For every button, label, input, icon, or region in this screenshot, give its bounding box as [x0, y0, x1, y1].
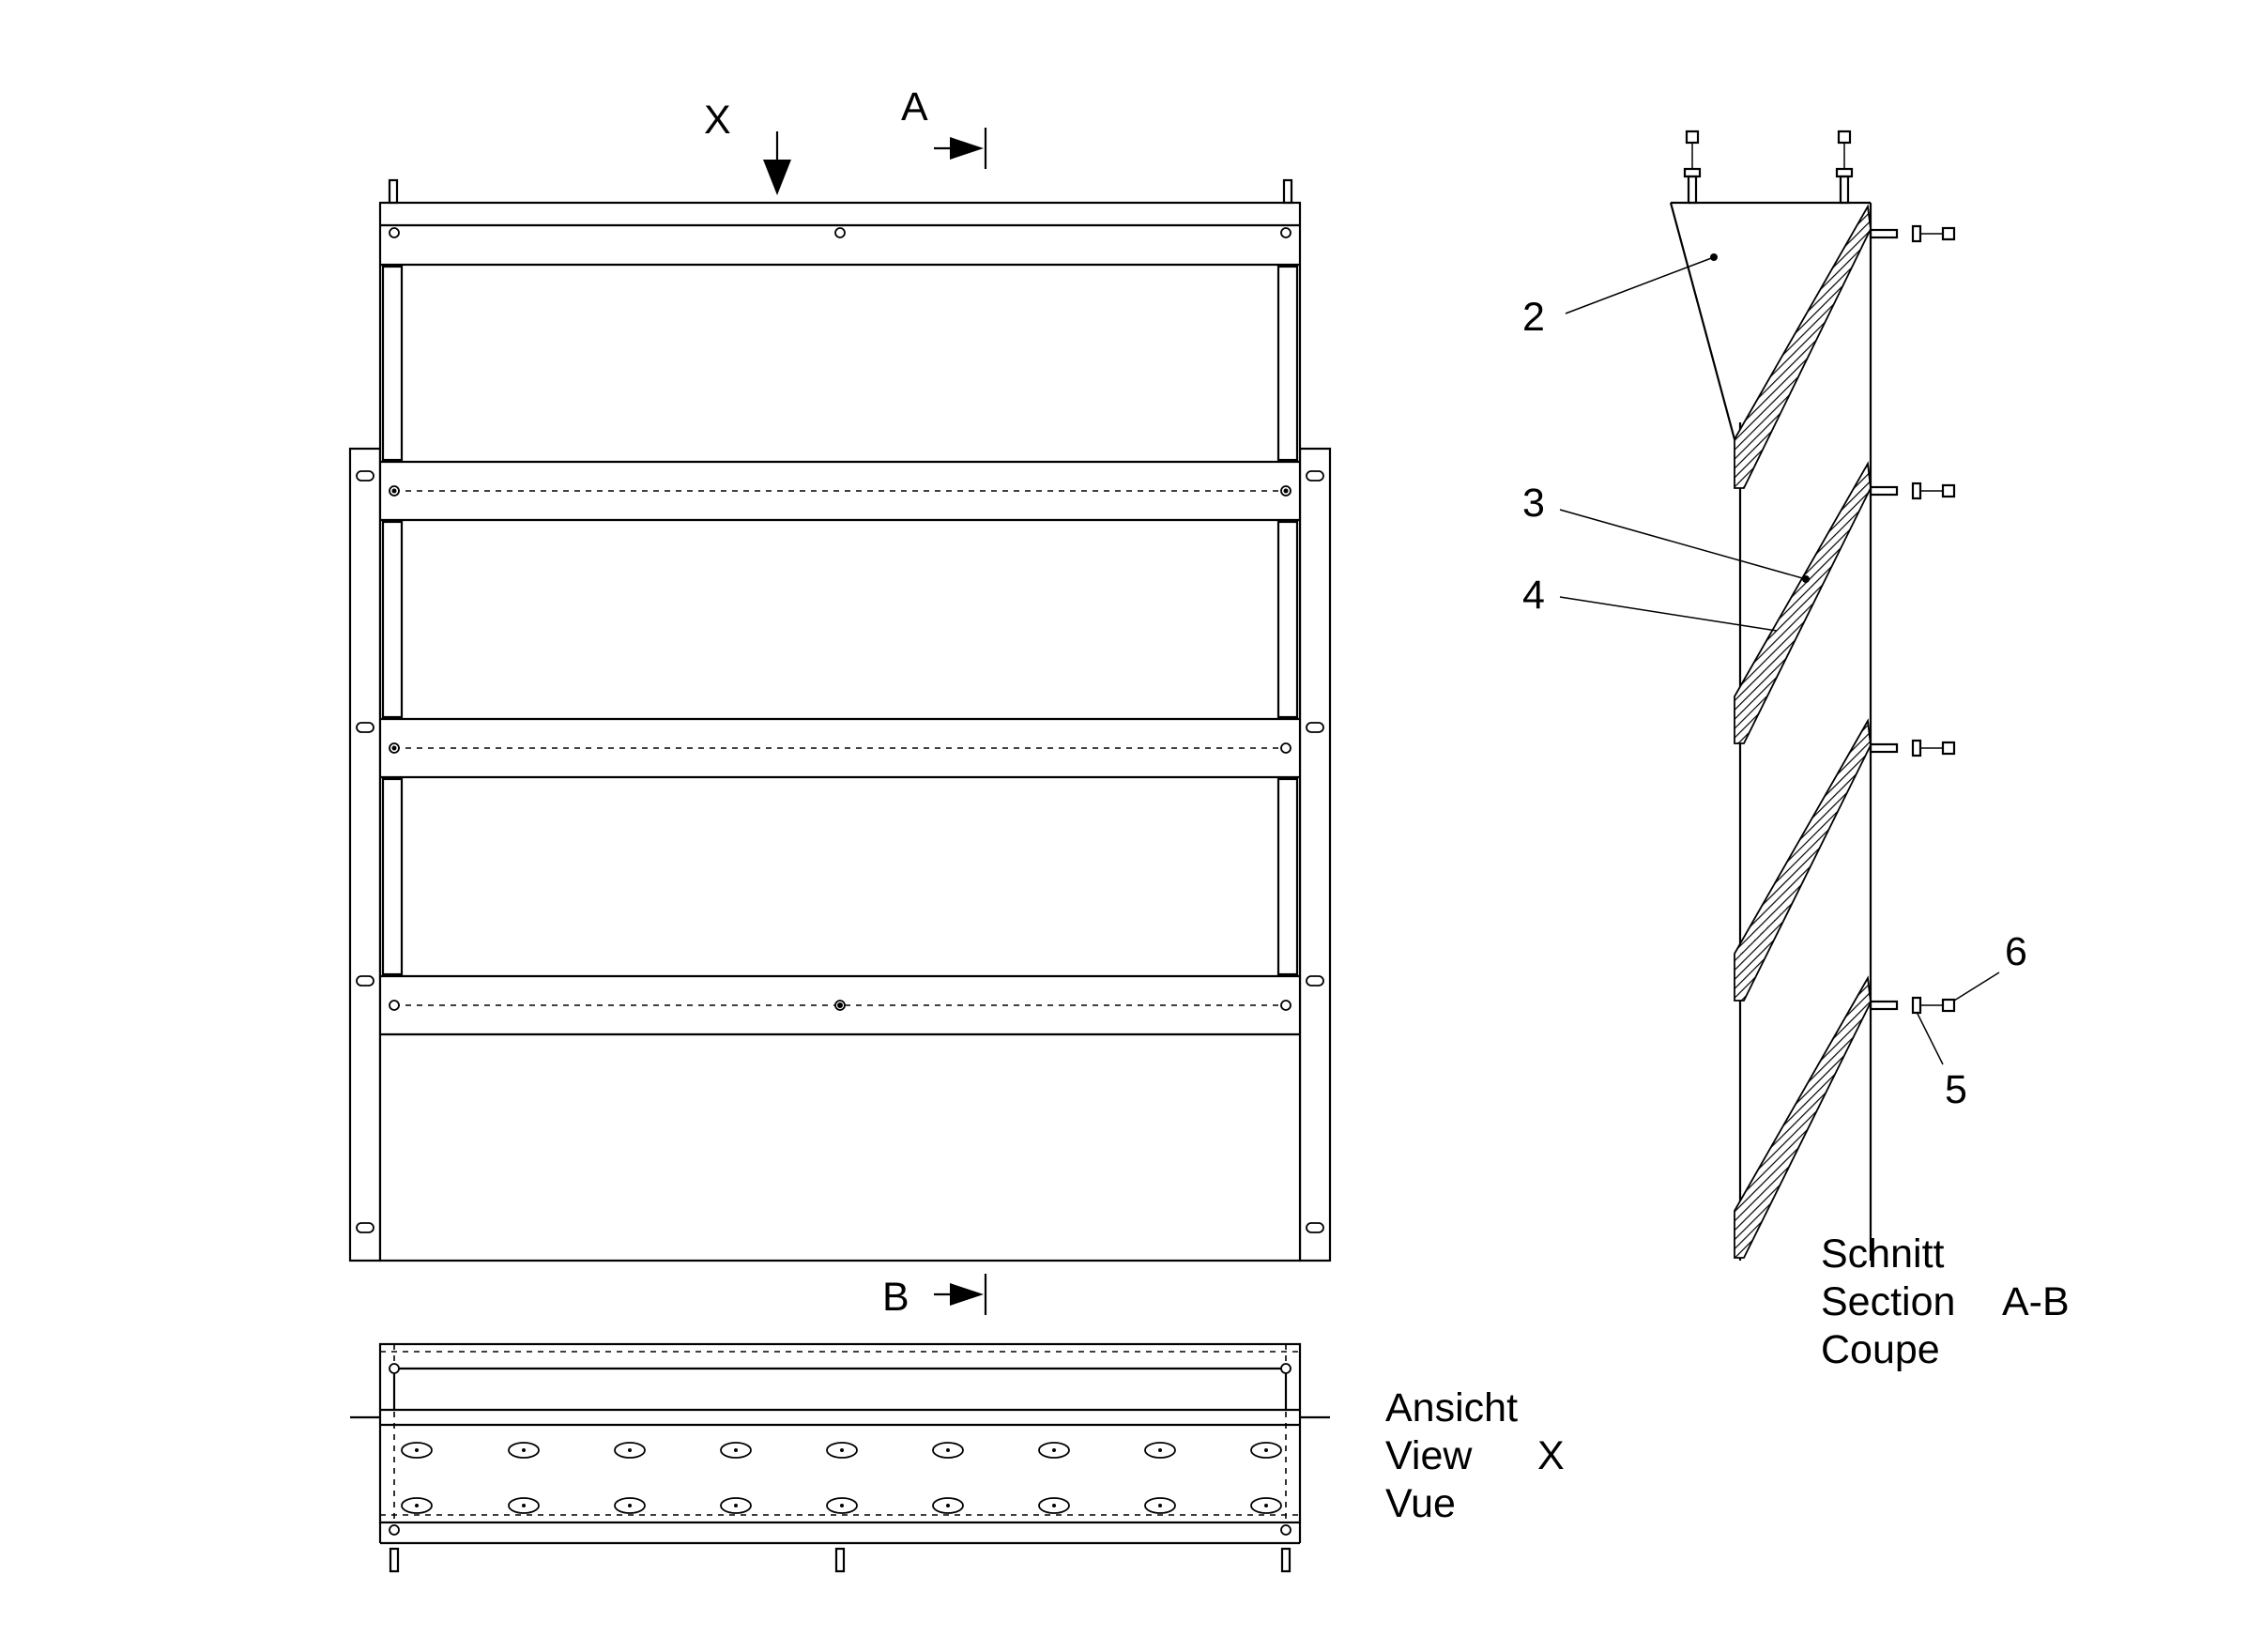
view-title-line-1: Ansicht	[1385, 1385, 1518, 1430]
section-a-marker: A	[901, 84, 987, 169]
callout-2: 2	[1522, 295, 1545, 340]
section-b-marker: B	[882, 1274, 987, 1320]
view-marker-label: X	[704, 98, 731, 143]
bottom-view-title: Ansicht View Vue X	[1385, 1385, 1565, 1526]
louver-blades	[1734, 204, 1872, 1259]
callout-4: 4	[1522, 573, 1545, 618]
top-stud	[388, 178, 399, 205]
view-x-arrow: X	[704, 98, 791, 195]
section-id: A-B	[2002, 1279, 2070, 1324]
flange-slots	[356, 470, 1324, 1233]
frame-outline	[378, 201, 1302, 1262]
right-flange	[1298, 447, 1332, 1262]
oval-holes	[401, 1442, 1282, 1514]
callout-6: 6	[2005, 929, 2027, 974]
callout-leaders	[1559, 253, 2000, 1065]
bottom-view-frame	[378, 1342, 1302, 1524]
callout-5: 5	[1945, 1067, 1967, 1112]
section-start-label: A	[901, 84, 928, 130]
section-title-line-2: Section	[1821, 1279, 1955, 1324]
front-view: X A B	[348, 84, 1332, 1320]
louver-band-3	[380, 974, 1300, 1036]
section-title-line-3: Coupe	[1821, 1327, 1940, 1372]
left-flange	[348, 447, 382, 1262]
bottom-view: Ansicht View Vue X	[350, 1342, 1565, 1573]
section-title: Schnitt Section Coupe A-B	[1821, 1231, 2070, 1372]
section-title-line-1: Schnitt	[1821, 1231, 1945, 1277]
section-view: 2 3 4 5 6 Schnitt Section Coupe A-B	[1522, 130, 2070, 1372]
top-bolts	[1683, 130, 1854, 205]
section-end-label: B	[882, 1275, 909, 1320]
view-id: X	[1537, 1433, 1565, 1478]
view-title-line-2: View	[1385, 1433, 1473, 1478]
louver-band-1	[380, 460, 1300, 522]
top-stud	[1282, 178, 1293, 205]
side-bolts	[1869, 224, 1956, 1015]
callout-3: 3	[1522, 481, 1545, 526]
louver-band-2	[380, 717, 1300, 779]
view-title-line-3: Vue	[1385, 1481, 1456, 1526]
side-posts	[381, 265, 1299, 976]
